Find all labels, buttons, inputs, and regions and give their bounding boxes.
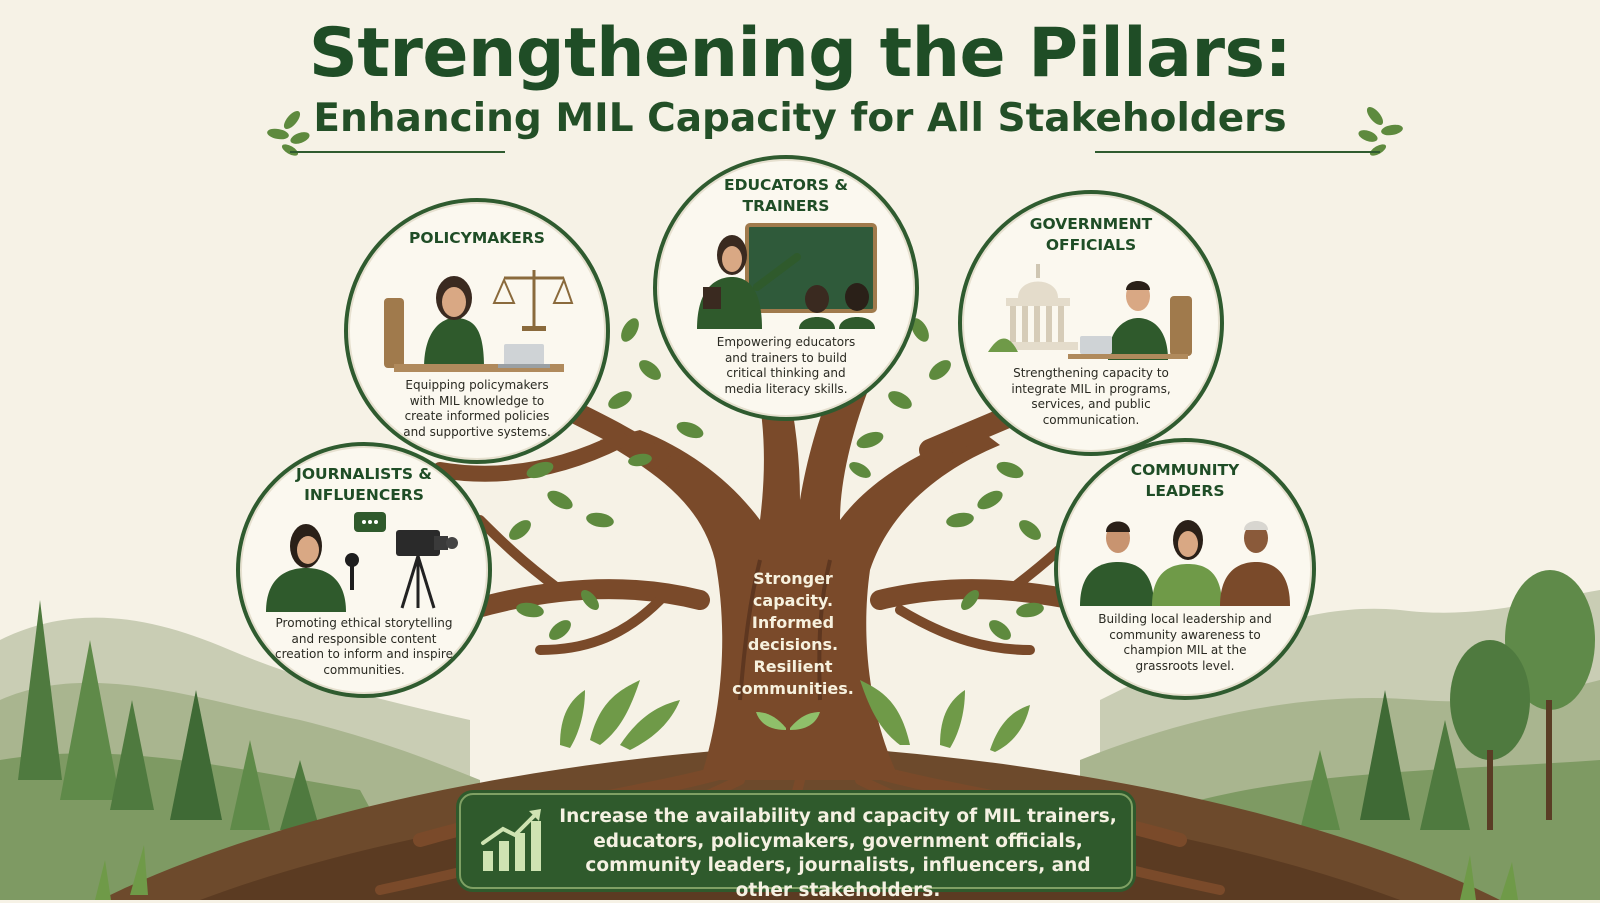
stakeholder-bubble-journalists: JOURNALISTS & INFLUENCERS Promoting ethi… <box>236 442 492 698</box>
bubble-title: JOURNALISTS & INFLUENCERS <box>296 465 432 504</box>
bubble-description: Promoting ethical storytelling and respo… <box>275 616 453 677</box>
sprout-icon <box>756 712 820 730</box>
bubble-description: Strengthening capacity to integrate MIL … <box>1011 366 1171 427</box>
stakeholder-bubble-government: GOVERNMENT OFFICIALS Strengthening capac… <box>958 190 1224 456</box>
page-title: Strengthening the Pillars: <box>308 14 1292 93</box>
banner-text: Increase the availability and capacity o… <box>559 806 1117 901</box>
bubble-title: COMMUNITY LEADERS <box>1130 461 1240 500</box>
bubble-title: POLICYMAKERS <box>409 229 545 247</box>
trunk-message: Stronger capacity. Informed decisions. R… <box>732 569 854 698</box>
stakeholder-bubble-community: COMMUNITY LEADERS Building local leaders… <box>1054 438 1316 700</box>
forest-left <box>18 600 320 830</box>
forest-right <box>1300 570 1595 830</box>
goal-banner: Increase the availability and capacity o… <box>459 793 1133 901</box>
bubble-title: EDUCATORS & TRAINERS <box>724 176 848 215</box>
stakeholder-bubble-educators: EDUCATORS & TRAINERS Empowering educator… <box>653 155 919 421</box>
tree-trunk <box>600 325 1000 780</box>
fern-plants <box>560 680 1030 752</box>
growth-chart-icon <box>481 809 541 871</box>
bubble-description: Equipping policymakers with MIL knowledg… <box>403 378 551 439</box>
bubble-description: Empowering educators and trainers to bui… <box>716 335 856 396</box>
community-illustration-icon <box>1080 520 1290 606</box>
page-subtitle: Enhancing MIL Capacity for All Stakehold… <box>313 96 1287 141</box>
tree-leaves <box>509 318 1044 640</box>
educator-illustration-icon <box>697 223 877 329</box>
government-illustration-icon <box>988 264 1192 360</box>
bubble-title: GOVERNMENT OFFICIALS <box>1029 215 1153 254</box>
policymaker-illustration-icon <box>384 270 574 372</box>
title-leaf-right <box>1358 106 1403 156</box>
journalist-illustration-icon <box>266 512 458 612</box>
bubble-description: Building local leadership and community … <box>1098 612 1272 673</box>
stakeholder-bubble-policymakers: POLICYMAKERS Equipping policymakers with… <box>344 198 610 464</box>
